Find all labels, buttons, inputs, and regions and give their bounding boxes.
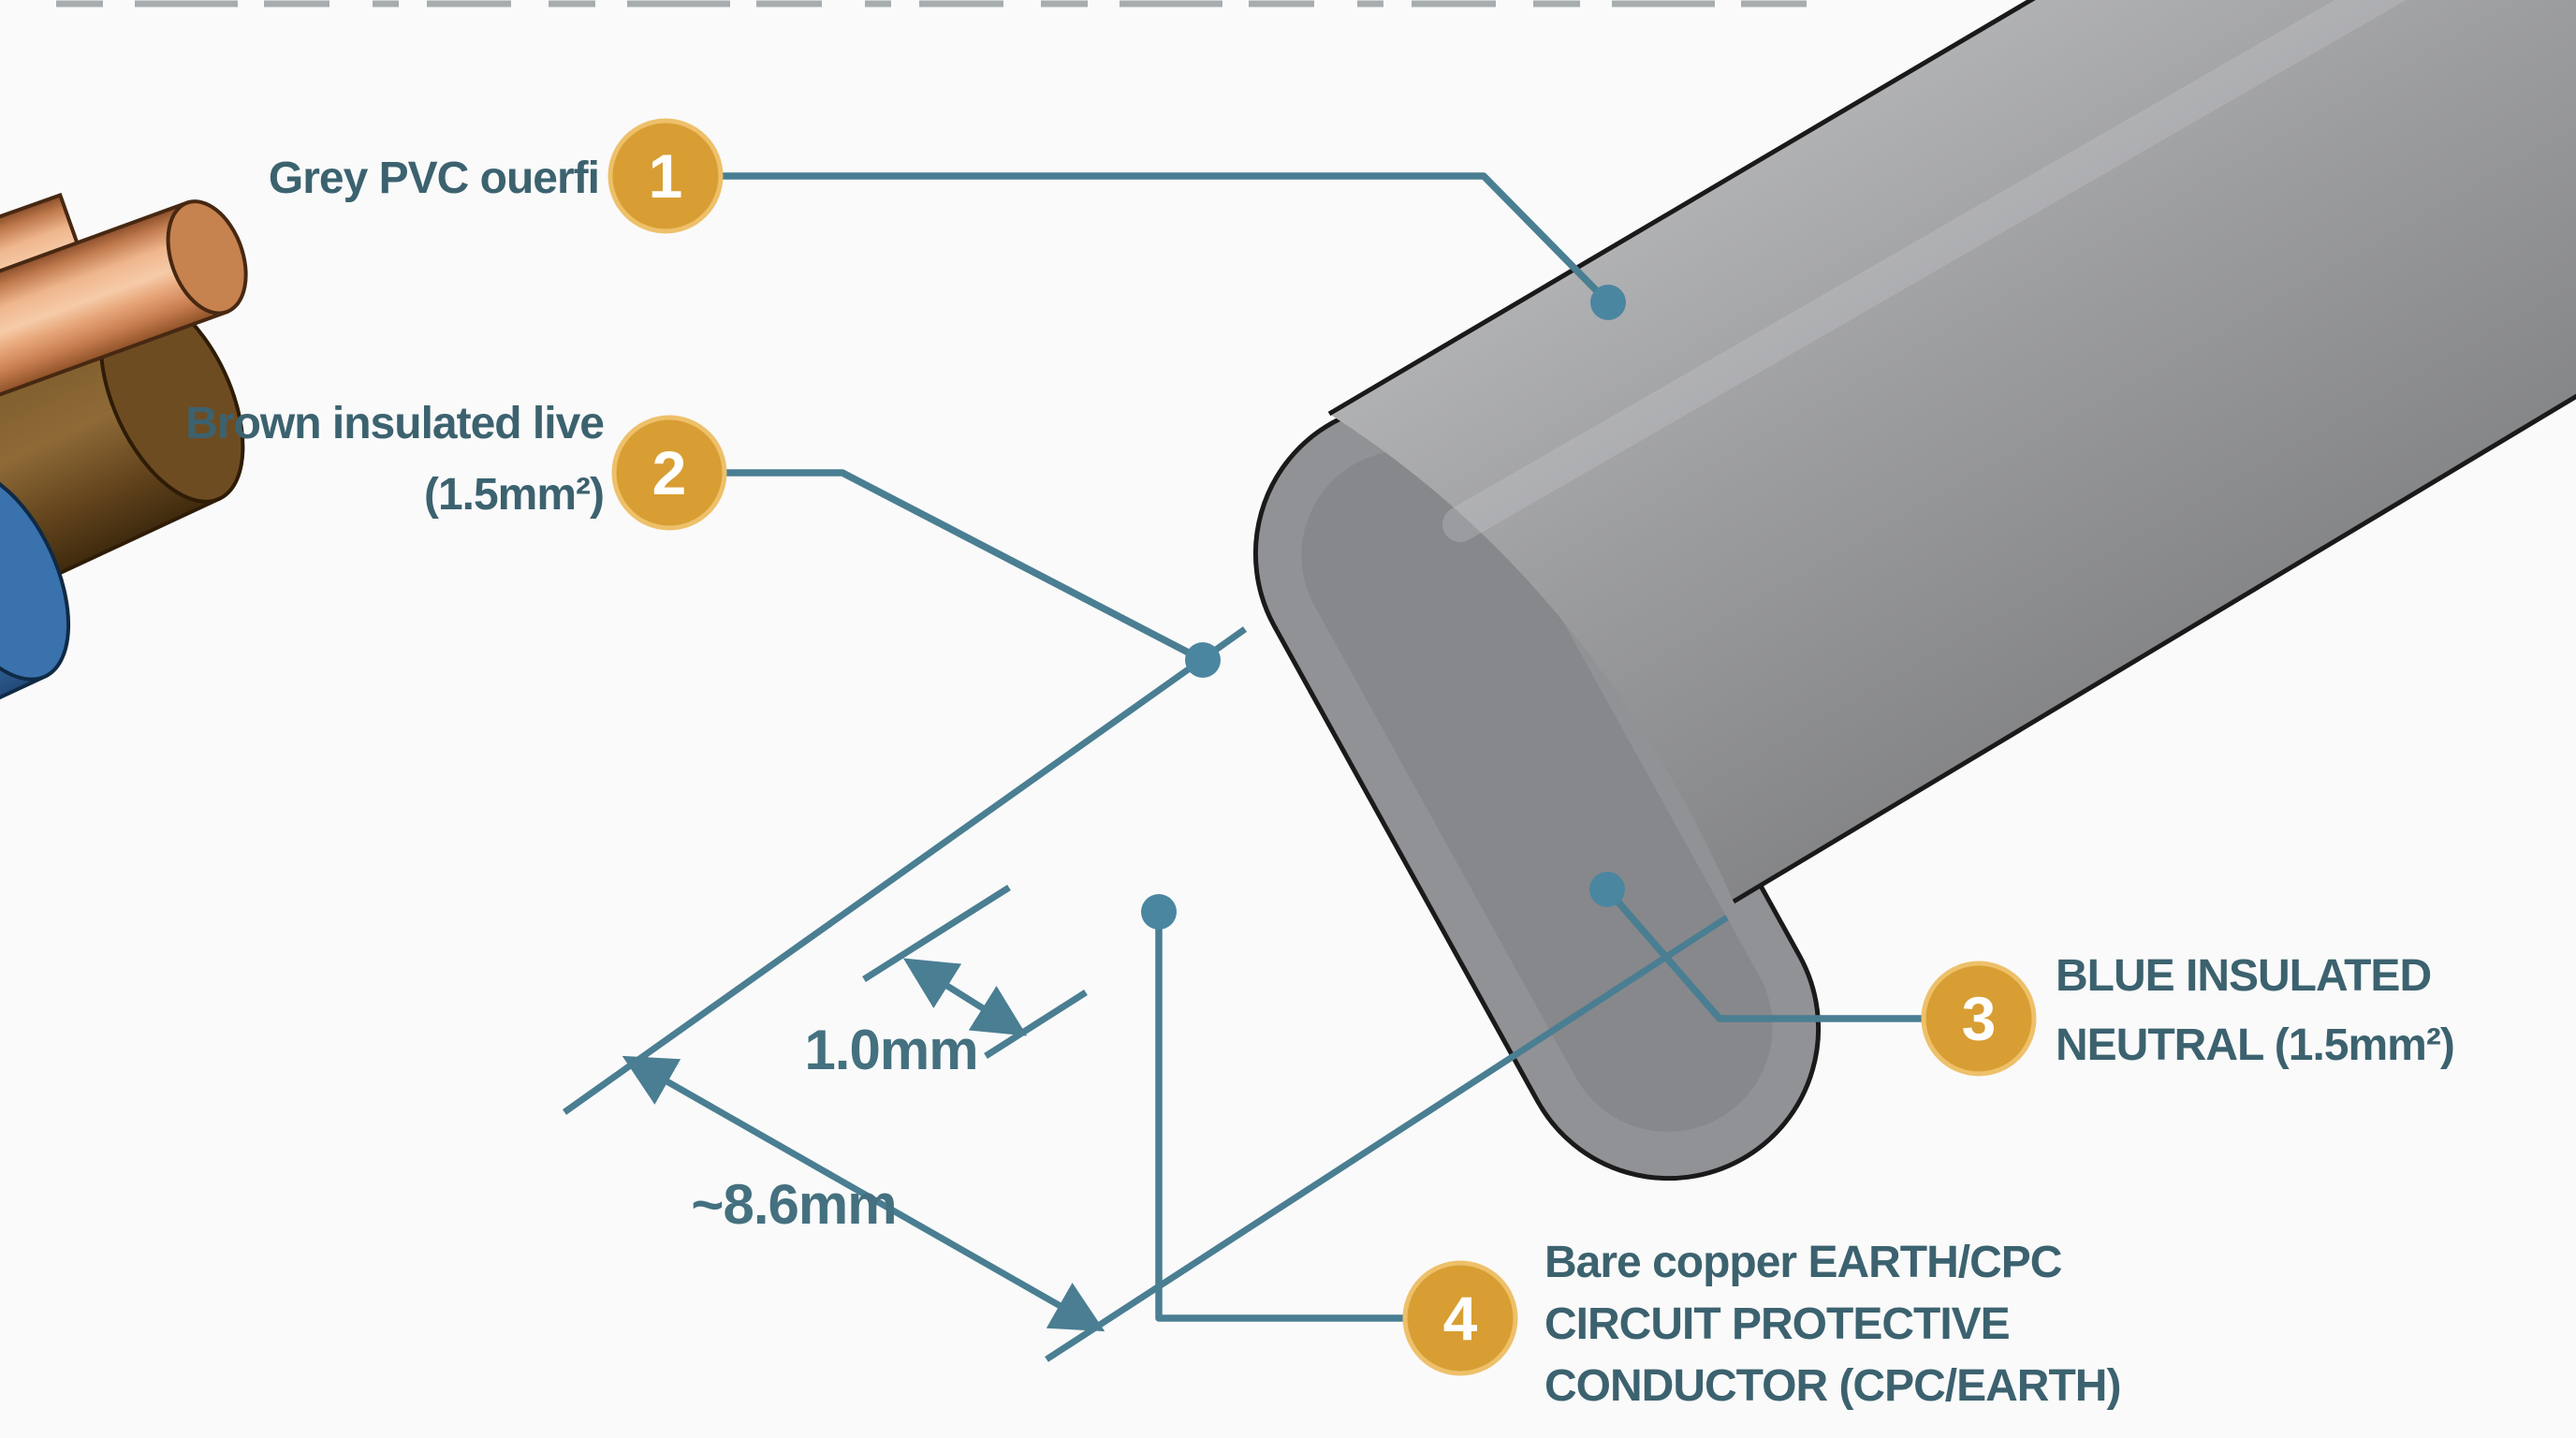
callout-4-badge-number: 4 (1443, 1284, 1478, 1353)
callout-3-anchor-dot (1589, 872, 1625, 907)
callout-2-leader-line (724, 469, 1205, 664)
callout-3-leader-line (1604, 887, 1924, 1022)
callout-2-badge-number: 2 (652, 438, 687, 507)
callout-2-label-line1: Brown insulated live (185, 399, 604, 448)
extension-line (862, 885, 1011, 982)
callout-3-badge (1921, 961, 2037, 1077)
callout-2-anchor-dot (1185, 642, 1221, 678)
callout-4-label-line1: Bare copper EARTH/CPC (1544, 1238, 2062, 1287)
overall-width-dimension-label: ~8.6mm (691, 1173, 896, 1236)
callout-4-label-line3: CONDUCTOR (CPC/EARTH) (1544, 1361, 2120, 1411)
callout-3-label-line2: NEUTRAL (1.5mm²) (2056, 1020, 2454, 1070)
callout-4-anchor-dot (1141, 894, 1177, 930)
dimension-arrow (622, 1055, 1105, 1332)
extension-line (984, 990, 1088, 1059)
callout-4-label-line2: CIRCUIT PROTECTIVE (1544, 1299, 2010, 1349)
callout-1-anchor-dot (1590, 285, 1626, 320)
earth-copper-conductor (0, 199, 248, 481)
callout-1-label: Grey PVC ouerfi (269, 154, 599, 203)
callout-1-badge (607, 118, 724, 234)
callout-4-leader-line (1155, 912, 1407, 1322)
callout-3-badge-number: 3 (1962, 984, 1997, 1053)
callout-4-badge (1402, 1260, 1518, 1376)
conductor-diameter-dimension-label: 1.0mm (804, 1019, 977, 1081)
callout-2-badge (611, 415, 727, 531)
blue-neutral-insulation (0, 467, 71, 802)
dimension-arrow (902, 958, 1028, 1036)
callout-1-badge-number: 1 (649, 141, 683, 211)
dimension-1mm (862, 885, 1088, 1059)
extension-line (562, 626, 1248, 1115)
callout-1-leader-line (721, 172, 1611, 305)
grey-pvc-sheath (1327, 0, 2576, 904)
callout-2-label-line2: (1.5mm²) (424, 470, 604, 520)
callout-3-label-line1: BLUE INSULATED (2056, 951, 2431, 1001)
